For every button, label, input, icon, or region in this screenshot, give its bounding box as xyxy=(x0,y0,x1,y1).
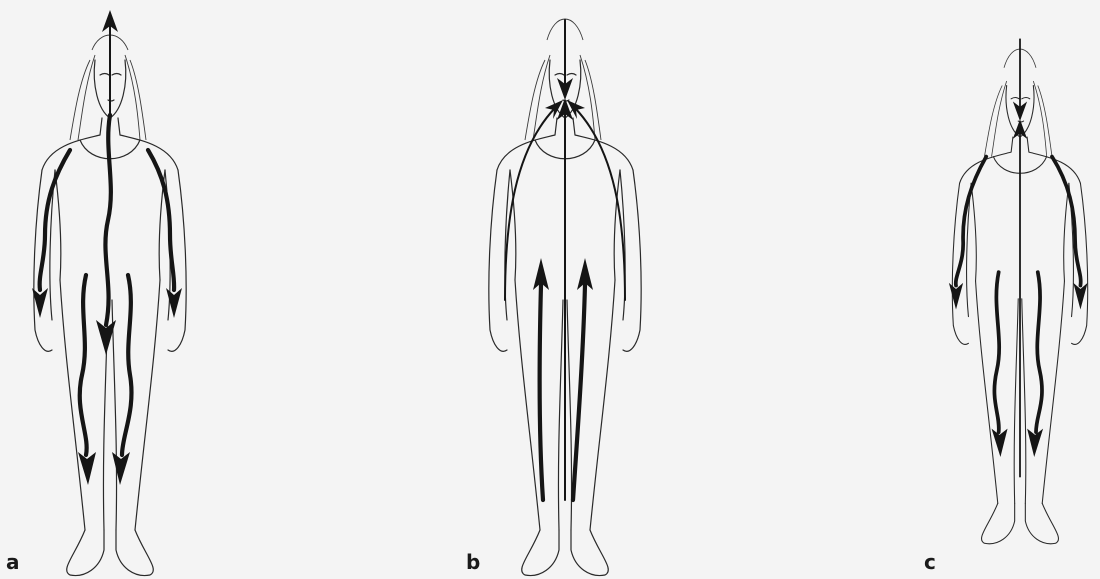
panel-b xyxy=(475,0,655,579)
arrows-c xyxy=(949,39,1088,476)
panel-label-c: c xyxy=(924,550,936,574)
panel-label-a: a xyxy=(6,550,20,574)
figure-a xyxy=(20,0,200,579)
arrows-b xyxy=(505,20,625,500)
figure-b xyxy=(475,0,655,579)
figure-c xyxy=(940,0,1100,579)
panel-label-b: b xyxy=(466,550,480,574)
panel-a xyxy=(20,0,200,579)
panel-c xyxy=(940,0,1100,579)
